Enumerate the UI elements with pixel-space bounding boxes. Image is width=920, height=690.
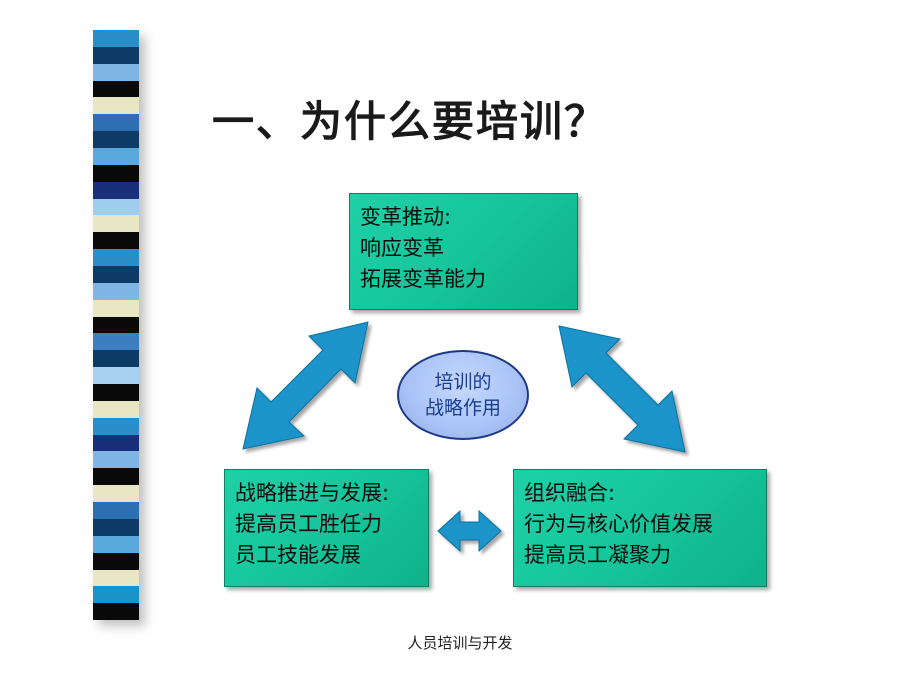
slide-title: 一、为什么要培训？ bbox=[212, 97, 609, 146]
stripe-segment bbox=[93, 232, 139, 250]
box-change-driver: 变革推动: 响应变革 拓展变革能力 bbox=[349, 193, 578, 310]
stripe-segment bbox=[93, 552, 139, 570]
stripe-segment bbox=[93, 569, 139, 587]
arrow-top-left bbox=[242, 321, 369, 450]
stripe-segment bbox=[93, 535, 139, 553]
slide-footer: 人员培训与开发 bbox=[407, 634, 513, 652]
stripe-segment bbox=[93, 215, 139, 233]
stripe-segment bbox=[93, 451, 139, 469]
stripe-segment bbox=[93, 316, 139, 334]
stripe-segment bbox=[93, 63, 139, 81]
box-top-item-2: 拓展变革能力 bbox=[360, 267, 486, 291]
stripe-segment bbox=[93, 80, 139, 98]
arrow-bottom bbox=[437, 509, 502, 553]
stripe-segment bbox=[93, 367, 139, 385]
stripe-segment bbox=[93, 97, 139, 115]
box-strategy-development: 战略推进与发展: 提高员工胜任力 员工技能发展 bbox=[224, 469, 429, 587]
stripe-segment bbox=[93, 266, 139, 283]
box-left-heading: 战略推进与发展: bbox=[235, 481, 390, 505]
stripe-segment bbox=[93, 502, 139, 519]
center-line-1: 培训的 bbox=[434, 371, 492, 393]
stripe-segment bbox=[93, 485, 139, 503]
stripe-segment bbox=[93, 603, 139, 621]
stripe-segment bbox=[93, 46, 139, 64]
box-top-item-1: 响应变革 bbox=[360, 236, 444, 260]
stripe-segment bbox=[93, 181, 139, 199]
stripe-segment bbox=[93, 586, 139, 604]
stripe-segment bbox=[93, 468, 139, 486]
stripe-segment bbox=[93, 249, 139, 267]
box-right-item-2: 提高员工凝聚力 bbox=[524, 543, 671, 567]
box-top-heading: 变革推动: bbox=[360, 205, 452, 229]
stripe-segment bbox=[93, 350, 139, 368]
stripe-segment bbox=[93, 518, 139, 536]
stripe-segment bbox=[93, 131, 139, 149]
box-right-item-1: 行为与核心价值发展 bbox=[524, 512, 713, 536]
box-organization-integration: 组织融合: 行为与核心价值发展 提高员工凝聚力 bbox=[513, 469, 767, 587]
decorative-stripe-bar bbox=[93, 30, 139, 621]
stripe-segment bbox=[93, 400, 139, 418]
box-left-item-2: 员工技能发展 bbox=[235, 543, 361, 567]
arrow-top-right bbox=[558, 325, 686, 453]
stripe-segment bbox=[93, 148, 139, 165]
stripe-segment bbox=[93, 417, 139, 435]
stripe-segment bbox=[93, 434, 139, 452]
box-left-item-1: 提高员工胜任力 bbox=[235, 512, 382, 536]
stripe-segment bbox=[93, 164, 139, 182]
center-line-2: 战略作用 bbox=[424, 397, 501, 419]
box-right-heading: 组织融合: bbox=[524, 481, 616, 505]
center-ellipse: 培训的 战略作用 bbox=[397, 350, 529, 440]
stripe-segment bbox=[93, 384, 139, 401]
stripe-segment bbox=[93, 282, 139, 300]
stripe-segment bbox=[93, 333, 139, 351]
stripe-segment bbox=[93, 198, 139, 216]
stripe-segment bbox=[93, 114, 139, 132]
stripe-segment bbox=[93, 299, 139, 317]
stripe-segment bbox=[93, 30, 139, 47]
